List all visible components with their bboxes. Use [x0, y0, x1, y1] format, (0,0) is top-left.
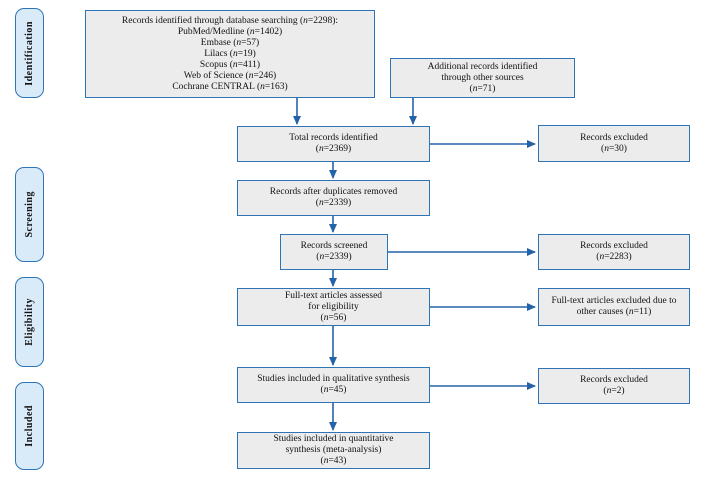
- stage-identification: Identification: [15, 8, 44, 98]
- box-records-excluded-qualitative: Records excluded(n=2): [538, 368, 690, 404]
- stage-identification-label: Identification: [24, 20, 35, 86]
- stage-eligibility-label: Eligibility: [24, 298, 35, 346]
- box-records-screened: Records screened(n=2339): [280, 234, 388, 270]
- box-qualitative-synthesis: Studies included in qualitative synthesi…: [237, 367, 430, 403]
- stage-screening: Screening: [15, 167, 44, 262]
- stage-included: Included: [15, 382, 44, 470]
- box-total-identified: Total records identified(n=2369): [237, 126, 430, 162]
- stage-screening-label: Screening: [24, 191, 35, 238]
- stage-included-label: Included: [24, 405, 35, 447]
- stage-eligibility: Eligibility: [15, 277, 44, 367]
- box-database-search: Records identified through database sear…: [85, 10, 375, 98]
- box-records-excluded-initial: Records excluded(n=30): [538, 125, 690, 162]
- box-after-duplicates: Records after duplicates removed(n=2339): [237, 180, 430, 216]
- box-records-excluded-screening: Records excluded(n=2283): [538, 234, 690, 270]
